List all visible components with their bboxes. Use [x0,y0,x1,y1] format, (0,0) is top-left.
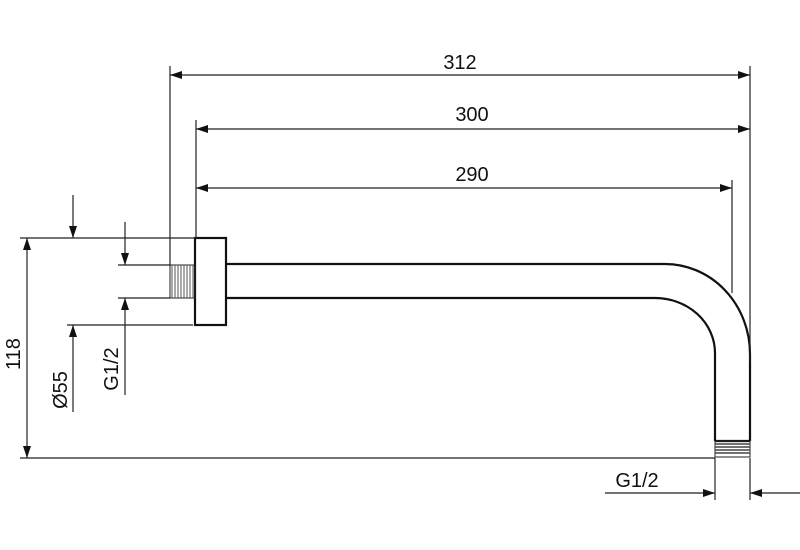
pipe-inner [226,296,717,441]
dim-label-outlet-thread: G1/2 [615,470,658,492]
wall-flange [193,236,228,327]
dim-label-118: 118 [3,338,25,370]
dim-label-diameter-55: Ø55 [50,371,72,409]
extension-lines [20,66,751,500]
outlet-thread [714,440,751,458]
wall-thread [169,264,196,299]
dim-label-312: 312 [443,52,476,74]
dim-label-wall-thread: G1/2 [101,347,123,390]
dim-label-290: 290 [455,164,488,186]
pipe-outer [226,262,752,441]
shower-arm-outline [169,236,752,458]
dim-label-300: 300 [455,104,488,126]
